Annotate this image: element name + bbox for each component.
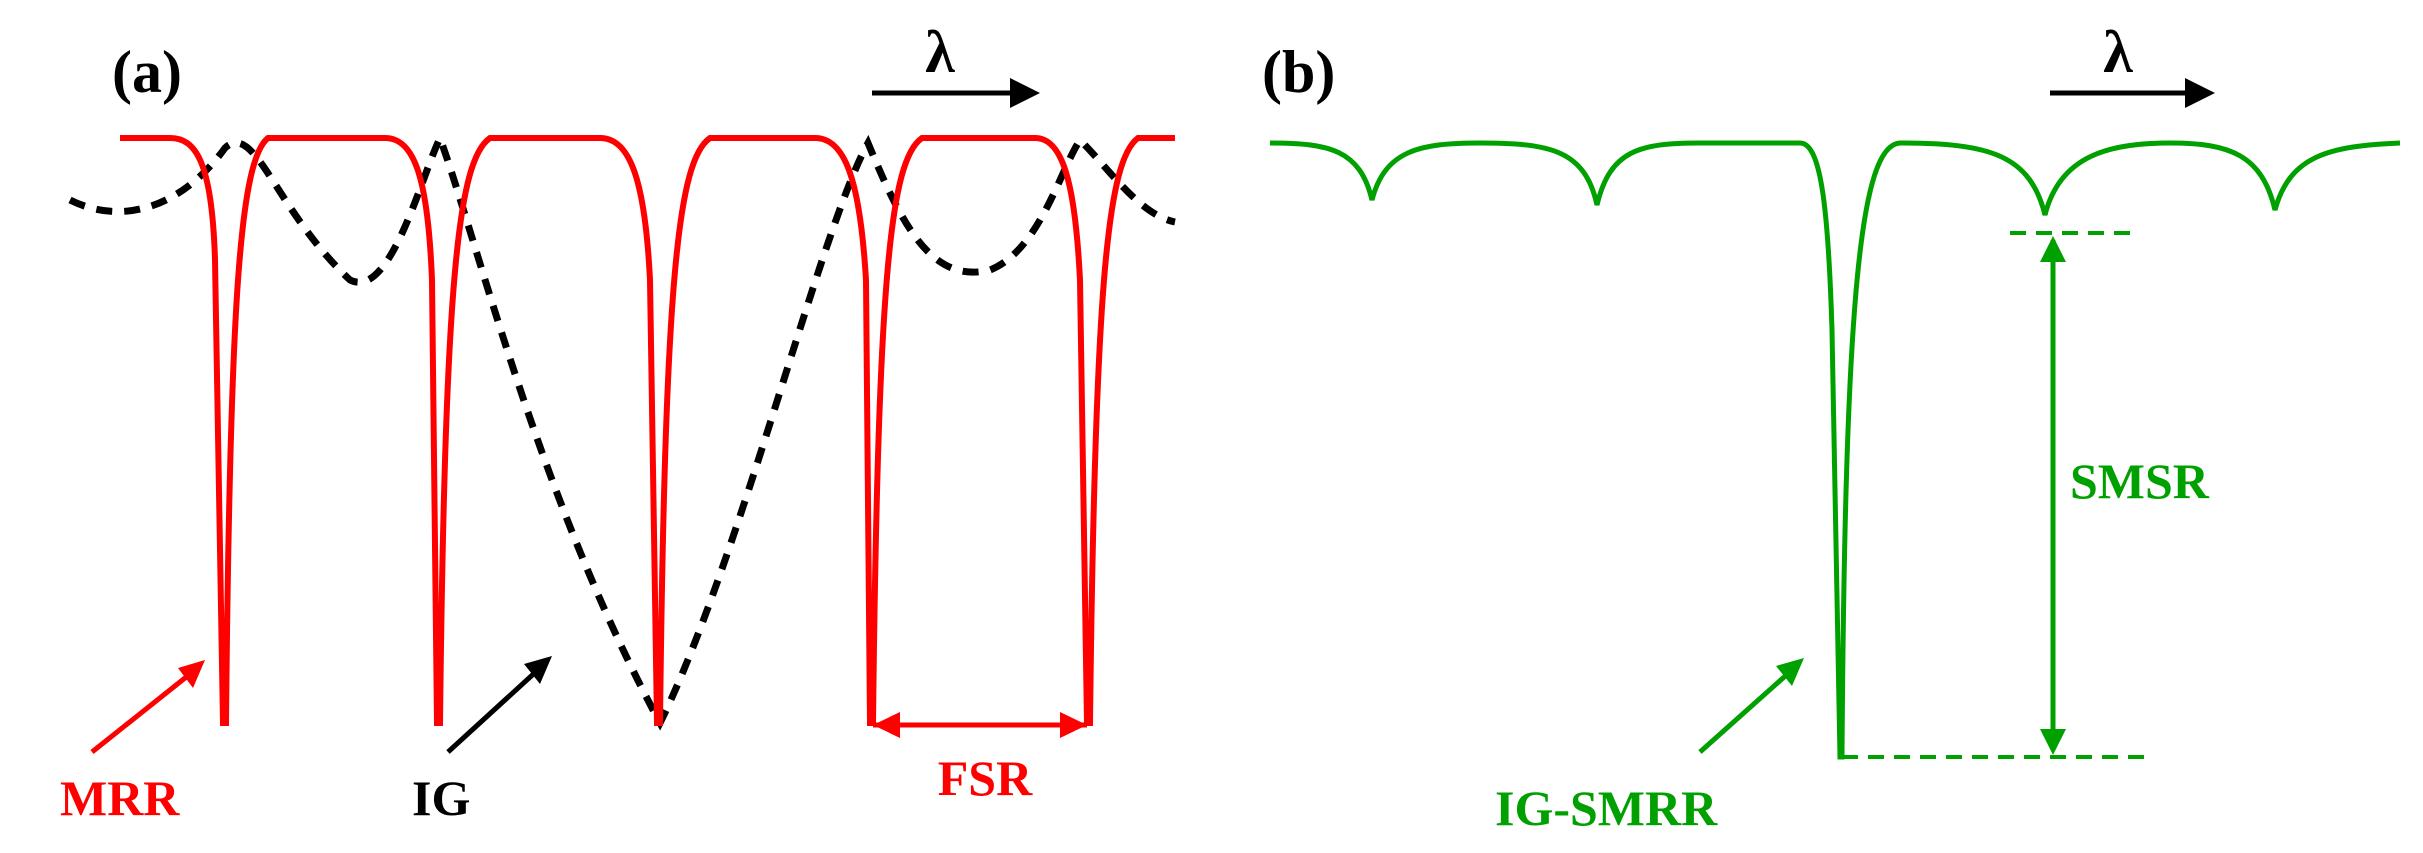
panel-a: (a) λ FSR MRR IG xyxy=(60,19,1176,826)
wavelength-arrow-head xyxy=(1010,78,1040,108)
ig-spectrum-curve xyxy=(68,128,1176,731)
fsr-arrow-head-left xyxy=(873,712,900,738)
panel-b-lambda-symbol: λ xyxy=(2103,19,2133,85)
smsr-label: SMSR xyxy=(2070,453,2210,509)
ig-pointer-shaft xyxy=(446,666,542,754)
ig-smrr-pointer-shaft xyxy=(1698,668,1794,754)
panel-b: (b) λ SMSR IG-SMRR xyxy=(1262,19,2401,836)
mrr-pointer-shaft xyxy=(90,668,197,754)
mrr-spectrum-curve xyxy=(120,135,1175,726)
mrr-pointer-head xyxy=(178,660,205,688)
fsr-label: FSR xyxy=(938,750,1033,806)
mrr-label: MRR xyxy=(60,770,180,826)
ig-label: IG xyxy=(412,770,470,826)
ig-smrr-label: IG-SMRR xyxy=(1495,780,1718,836)
smsr-arrow-head-bottom xyxy=(2040,729,2066,755)
wavelength-arrow-head xyxy=(2185,78,2215,108)
panel-b-label: (b) xyxy=(1262,39,1335,105)
ig-smrr-pointer-head xyxy=(1776,658,1804,686)
panel-a-lambda-symbol: λ xyxy=(925,19,955,85)
panel-a-wavelength-arrow: λ xyxy=(872,19,1040,108)
smsr-indicator: SMSR xyxy=(1842,231,2210,759)
smsr-arrow-head-top xyxy=(2040,236,2066,262)
ig-pointer: IG xyxy=(412,656,552,826)
fsr-indicator: FSR xyxy=(873,712,1087,806)
fsr-arrow-head-right xyxy=(1060,712,1087,738)
ig-smrr-spectrum-curve xyxy=(1269,140,2401,760)
ig-smrr-pointer: IG-SMRR xyxy=(1495,658,1804,836)
panel-a-label: (a) xyxy=(112,39,182,105)
ig-pointer-head xyxy=(524,656,552,684)
panel-b-wavelength-arrow: λ xyxy=(2050,19,2215,108)
mrr-pointer: MRR xyxy=(60,660,205,826)
